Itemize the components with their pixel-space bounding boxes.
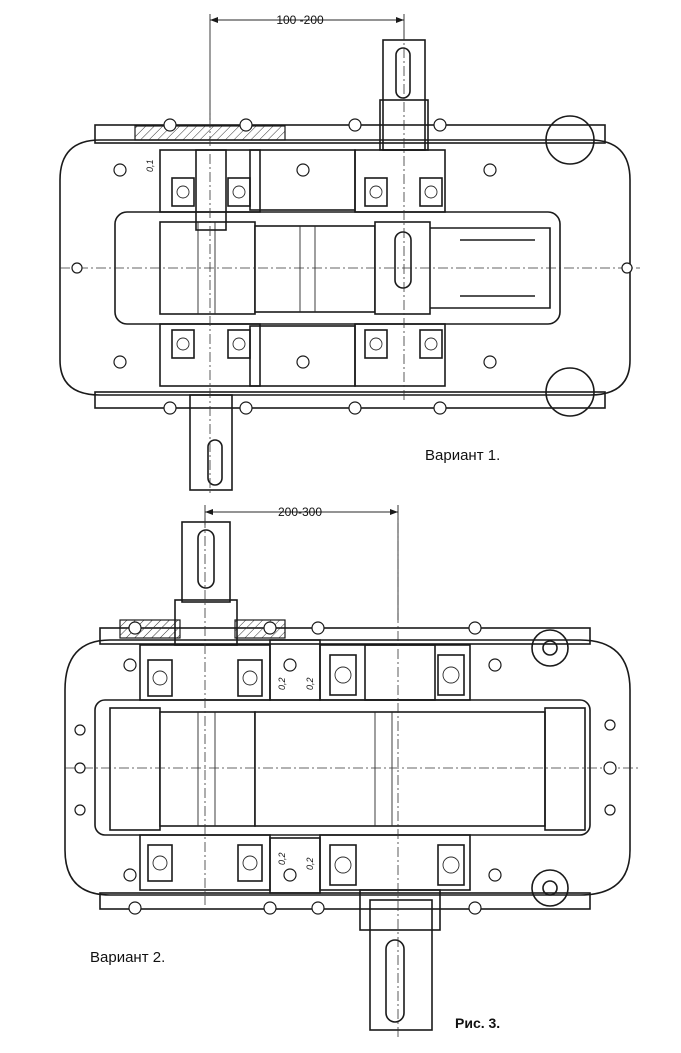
small-mark-v2-c: 0,2 bbox=[277, 852, 287, 865]
variant-2-dimension bbox=[204, 505, 399, 620]
dimension-label-bottom: 200-300 bbox=[278, 505, 322, 519]
variant-2-drawing: 200-300 bbox=[64, 505, 640, 1040]
variant-1-dimension bbox=[209, 14, 405, 120]
variant-2-caption: Вариант 2. bbox=[90, 949, 165, 966]
small-mark-v2-d: 0,2 bbox=[305, 857, 315, 870]
small-mark-v2-b: 0,2 bbox=[305, 677, 315, 690]
small-mark-v1: 0,1 bbox=[145, 159, 155, 172]
variant-1-caption: Вариант 1. bbox=[425, 447, 500, 464]
dimension-label-top: 100 -200 bbox=[276, 13, 324, 27]
bearings-v2 bbox=[147, 654, 465, 886]
small-mark-v2-a: 0,2 bbox=[277, 677, 287, 690]
figure-caption: Рис. 3. bbox=[455, 1015, 500, 1031]
bearings-v1 bbox=[171, 177, 443, 359]
variant-1-drawing: 100 -200 bbox=[59, 13, 640, 495]
